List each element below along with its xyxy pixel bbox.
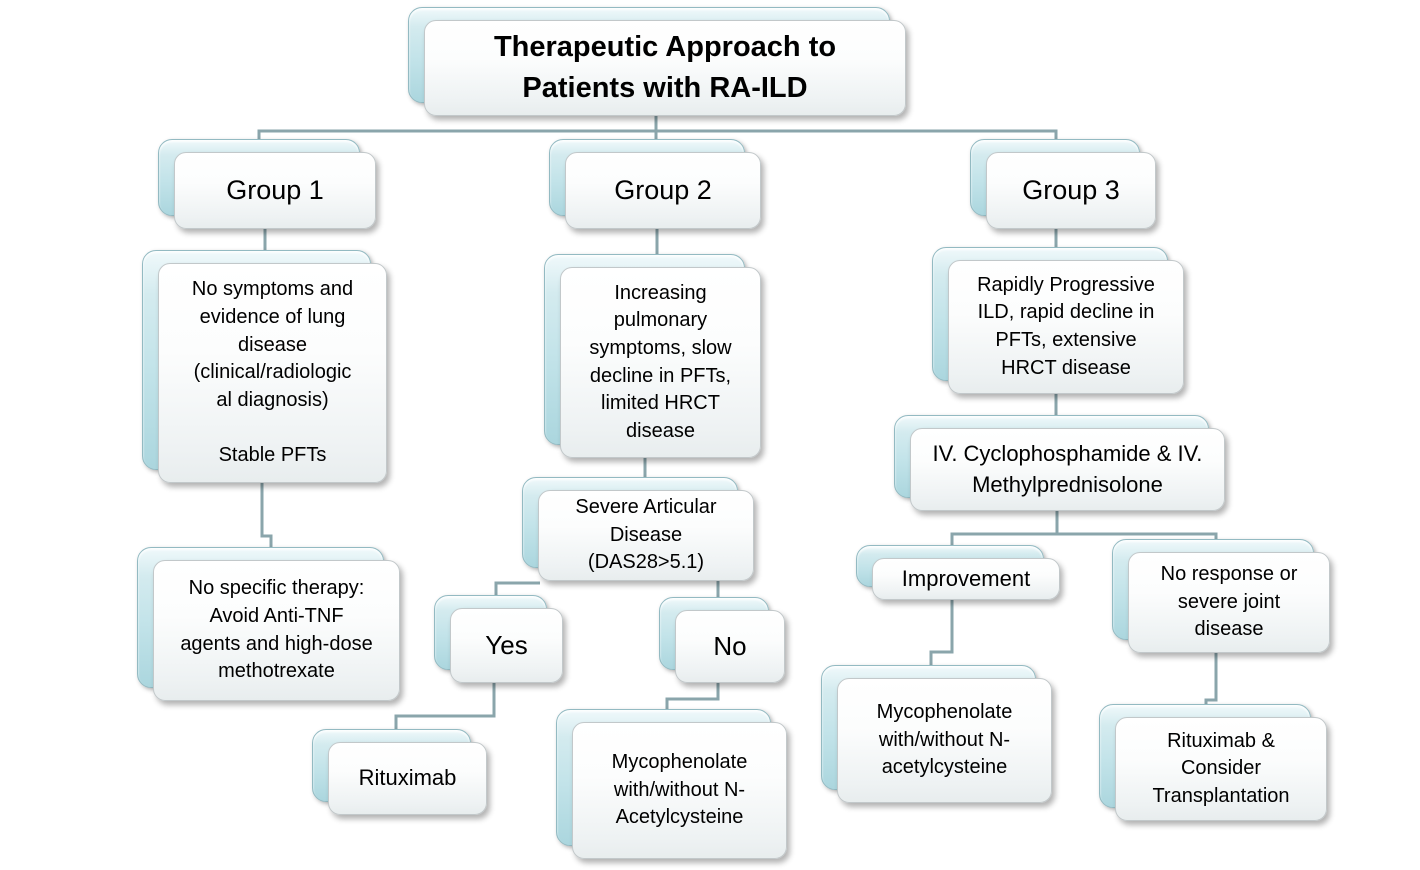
connector-improvement-myco bbox=[929, 599, 954, 668]
connector-split-rail bbox=[950, 532, 1218, 548]
connector-articular-yes bbox=[494, 581, 540, 598]
group3-myco-text: Mycophenolate with/without N- acetylcyst… bbox=[876, 701, 1013, 779]
node-group3-myco: Mycophenolate with/without N- acetylcyst… bbox=[821, 665, 1052, 803]
node-group2-criteria: Increasing pulmonary symptoms, slow decl… bbox=[544, 254, 761, 458]
group3-header-text: Group 3 bbox=[1022, 174, 1120, 205]
group3-criteria-text: Rapidly Progressive ILD, rapid decline i… bbox=[977, 273, 1155, 379]
connector-noresponse-rituximab bbox=[1204, 652, 1218, 707]
node-group3-treatment: IV. Cyclophosphamide & IV. Methylprednis… bbox=[894, 415, 1225, 511]
node-front: Rituximab & Consider Transplantation bbox=[1115, 717, 1327, 821]
node-group1-header: Group 1 bbox=[158, 139, 376, 229]
node-front: No response or severe joint disease bbox=[1128, 552, 1330, 653]
node-front: No specific therapy: Avoid Anti-TNF agen… bbox=[153, 560, 400, 701]
node-group3-criteria: Rapidly Progressive ILD, rapid decline i… bbox=[932, 247, 1184, 394]
severe-articular-text: Severe Articular Disease (DAS28>5.1) bbox=[575, 496, 717, 574]
node-group2-header: Group 2 bbox=[549, 139, 761, 229]
node-front: Group 3 bbox=[986, 152, 1156, 229]
node-title: Therapeutic Approach to Patients with RA… bbox=[408, 7, 906, 116]
node-front: No symptoms and evidence of lung disease… bbox=[158, 263, 387, 483]
rituximab-text: Rituximab bbox=[358, 765, 457, 791]
group3-treatment-text: IV. Cyclophosphamide & IV. Methylprednis… bbox=[932, 441, 1203, 497]
group1-criteria-text: No symptoms and evidence of lung disease… bbox=[191, 278, 354, 466]
improvement-text: Improvement bbox=[901, 565, 1031, 591]
no-text: No bbox=[713, 630, 747, 661]
node-front: IV. Cyclophosphamide & IV. Methylprednis… bbox=[910, 428, 1225, 511]
title-text: Therapeutic Approach to Patients with RA… bbox=[493, 31, 837, 104]
connector-yes-rituximab bbox=[394, 682, 496, 731]
node-no: No bbox=[659, 597, 785, 683]
yes-text: Yes bbox=[485, 629, 528, 660]
node-rituximab: Rituximab bbox=[312, 729, 487, 815]
group2-criteria-text: Increasing pulmonary symptoms, slow decl… bbox=[589, 281, 732, 442]
node-group1-criteria: No symptoms and evidence of lung disease… bbox=[142, 250, 387, 483]
node-front: Severe Articular Disease (DAS28>5.1) bbox=[538, 490, 754, 581]
node-front: Rituximab bbox=[328, 742, 487, 815]
group1-header-text: Group 1 bbox=[226, 174, 324, 205]
node-front: Group 1 bbox=[174, 152, 376, 229]
node-no-response: No response or severe joint disease bbox=[1112, 539, 1330, 653]
node-front: Yes bbox=[450, 608, 563, 683]
node-front: Group 2 bbox=[565, 152, 761, 229]
node-yes: Yes bbox=[434, 595, 563, 683]
connector-g1-criteria-therapy bbox=[260, 482, 273, 550]
node-group1-therapy: No specific therapy: Avoid Anti-TNF agen… bbox=[137, 547, 400, 701]
node-title-front: Therapeutic Approach to Patients with RA… bbox=[424, 20, 906, 116]
node-severe-articular: Severe Articular Disease (DAS28>5.1) bbox=[522, 477, 754, 581]
group3-rituximab-text: Rituximab & Consider Transplantation bbox=[1152, 729, 1290, 807]
node-group3-rituximab: Rituximab & Consider Transplantation bbox=[1099, 704, 1327, 821]
node-front: Mycophenolate with/without N- Acetylcyst… bbox=[572, 722, 787, 859]
node-front: No bbox=[675, 610, 785, 683]
node-group2-myco: Mycophenolate with/without N- Acetylcyst… bbox=[556, 709, 787, 859]
node-front: Increasing pulmonary symptoms, slow decl… bbox=[560, 267, 761, 458]
group1-therapy-text: No specific therapy: Avoid Anti-TNF agen… bbox=[180, 577, 373, 683]
node-front: Rapidly Progressive ILD, rapid decline i… bbox=[948, 260, 1184, 394]
node-group3-header: Group 3 bbox=[970, 139, 1156, 229]
node-front: Mycophenolate with/without N- acetylcyst… bbox=[837, 678, 1052, 803]
connector-no-myco bbox=[665, 682, 720, 712]
node-front: Improvement bbox=[872, 558, 1060, 600]
group2-myco-text: Mycophenolate with/without N- Acetylcyst… bbox=[611, 751, 748, 829]
no-response-text: No response or severe joint disease bbox=[1160, 563, 1298, 641]
group2-header-text: Group 2 bbox=[614, 174, 712, 205]
node-improvement: Improvement bbox=[856, 545, 1060, 600]
